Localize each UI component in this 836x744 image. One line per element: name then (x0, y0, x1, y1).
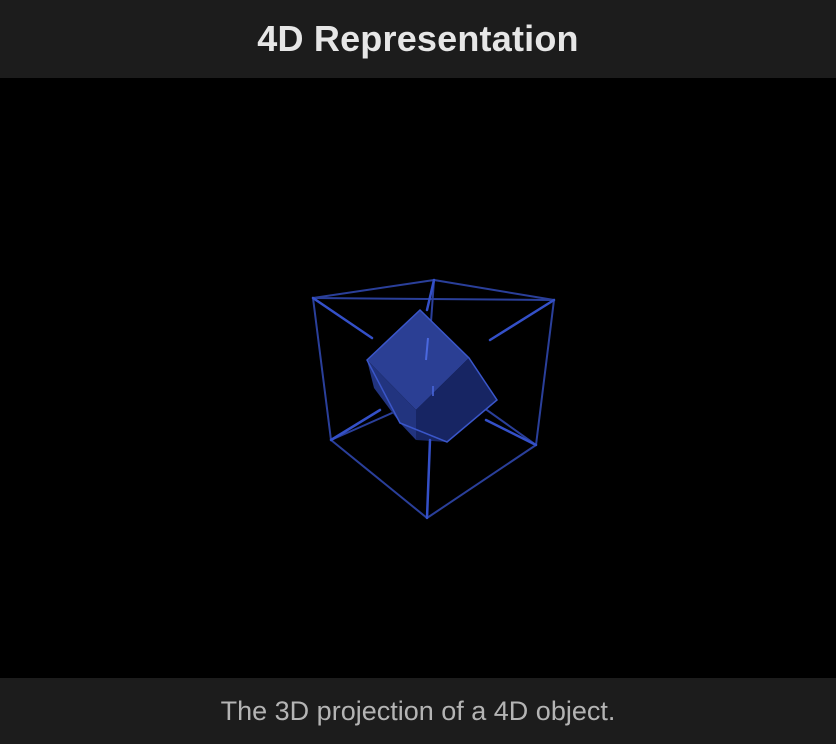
connector-edge (488, 298, 556, 342)
outer-edge (312, 297, 332, 441)
connector-edge (425, 278, 436, 312)
inner-highlight (425, 337, 429, 361)
connector-edges (311, 278, 556, 520)
tesseract-icon (311, 278, 556, 520)
outer-edge (426, 444, 537, 519)
outer-edge (330, 439, 428, 519)
connector-edge (484, 418, 538, 447)
outer-edge (312, 279, 435, 299)
inner-outline (366, 308, 498, 443)
page-title: 4D Representation (257, 18, 579, 59)
caption-text: The 3D projection of a 4D object. (220, 695, 616, 726)
connector-edge (425, 438, 432, 520)
inner-face-right (416, 358, 497, 442)
caption-bar: The 3D projection of a 4D object. (0, 678, 836, 744)
connector-edge (311, 296, 374, 340)
outer-edge (433, 279, 555, 301)
inner-face-top (367, 310, 469, 410)
inner-face-left (367, 360, 416, 440)
title-bar: 4D Representation (0, 0, 836, 78)
outer-edge (330, 412, 393, 441)
inner-cube (366, 308, 498, 443)
render-viewport[interactable] (0, 78, 836, 678)
connector-edge (329, 408, 382, 442)
outer-edge (535, 299, 555, 446)
